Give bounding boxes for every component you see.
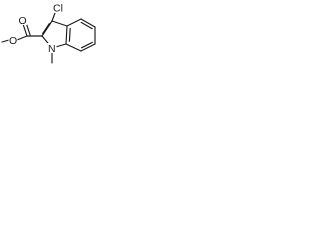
bond-c7a-c3a — [65, 25, 68, 45]
bond-c3a-c4 — [66, 18, 82, 27]
bond-c3-cl — [51, 12, 56, 22]
bond-c4-c5-double — [80, 21, 93, 30]
bond-carbonyl-c-o-double-a — [22, 23, 28, 37]
bond-c7a-c3a-inner — [68, 27, 71, 42]
bond-carbonyl-c-alkoxy-o — [16, 35, 28, 41]
bond-c3-c2-double — [42, 23, 50, 35]
bond-c3a-c3 — [51, 20, 68, 27]
chlorine-atom-label: Cl — [53, 3, 63, 15]
bond-carbonyl-c-o-double-b — [25, 23, 31, 36]
molecule-structure-diagram: Cl O O N — [1, 2, 96, 64]
bond-c6-c7 — [80, 43, 96, 52]
bond-c3-c2 — [41, 20, 53, 37]
nitrogen-atom-label: N — [48, 43, 56, 55]
carbonyl-oxygen-atom-label: O — [19, 15, 27, 27]
bond-alkoxy-o-methyl — [1, 39, 10, 43]
bond-c7-c7a — [65, 43, 82, 52]
bond-c6-c7-double — [80, 41, 93, 49]
bond-c4-c5 — [80, 18, 96, 28]
alkoxy-oxygen-atom-label: O — [9, 35, 17, 47]
